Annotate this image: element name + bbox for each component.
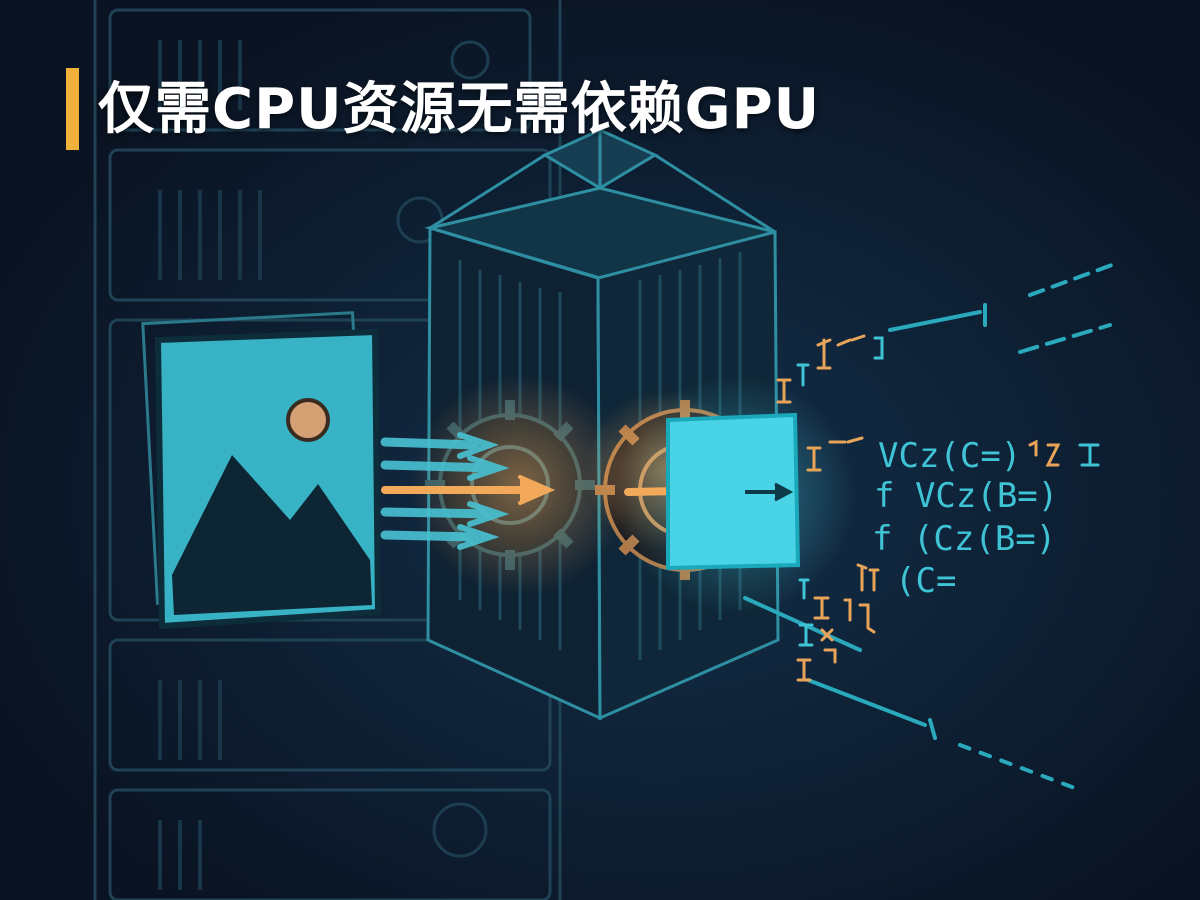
code-line: (C= <box>895 561 956 601</box>
code-glyphs <box>776 334 1100 682</box>
code-line: f VCz(B=) <box>874 476 1058 516</box>
code-line: VCz(C=) <box>878 436 1021 476</box>
text-output-card <box>666 412 801 571</box>
page-title: 仅需CPU资源无需依赖GPU <box>98 77 821 142</box>
image-icon <box>141 311 382 630</box>
code-lines: VCz(C=) f VCz(B=) f (Cz(B=) (C= <box>872 436 1058 601</box>
code-line: f (Cz(B=) <box>872 519 1056 559</box>
title-accent-bar <box>66 68 79 150</box>
flow-arrows <box>380 432 510 550</box>
flow-lines <box>743 260 1122 792</box>
